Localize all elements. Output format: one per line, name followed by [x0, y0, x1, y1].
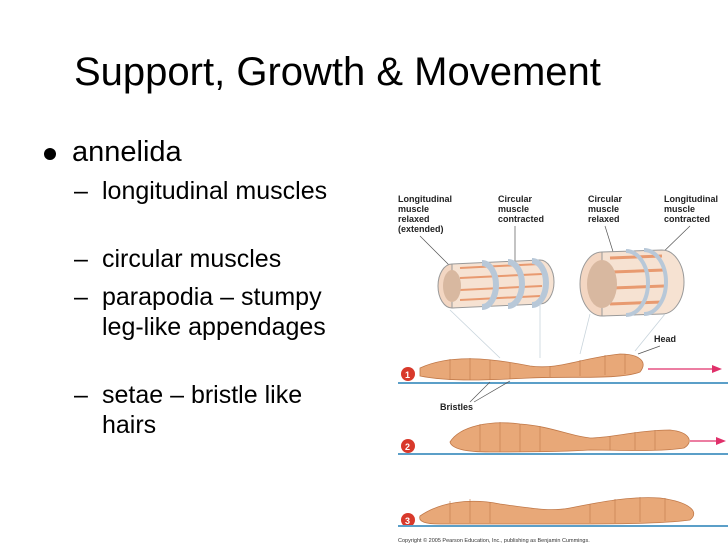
sub-item-text: setae – bristle like hairs	[102, 381, 303, 439]
sub-item-text: parapodia – stumpy leg-like appendages	[102, 283, 326, 341]
figure-copyright: Copyright © 2005 Pearson Education, Inc.…	[398, 537, 590, 544]
dash-marker: –	[74, 283, 88, 311]
label-longitudinal-relaxed: Longitudinal muscle relaxed (extended)	[398, 194, 455, 234]
sub-item-longitudinal: – longitudinal muscles	[74, 176, 344, 206]
earthworm-locomotion-figure: Longitudinal muscle relaxed (extended) C…	[398, 194, 728, 544]
svg-text:2: 2	[405, 442, 410, 452]
dash-marker: –	[74, 381, 88, 409]
dash-marker: –	[74, 245, 88, 273]
bristles-label: Bristles	[440, 402, 473, 412]
sub-item-circular: – circular muscles	[74, 244, 344, 274]
muscle-cylinder-extended	[437, 258, 555, 310]
label-longitudinal-contracted: Longitudinal muscle contracted	[664, 194, 721, 224]
sub-item-text: circular muscles	[102, 245, 282, 273]
worm-step-2: 2	[398, 422, 728, 455]
bullet-annelida: annelida	[72, 136, 182, 168]
bullet-dot	[44, 148, 56, 160]
dash-marker: –	[74, 177, 88, 205]
slide-title: Support, Growth & Movement	[74, 50, 601, 94]
worm-step-1: 1	[398, 353, 728, 384]
sub-item-parapodia: – parapodia – stumpy leg-like appendages	[74, 282, 344, 342]
head-label: Head	[654, 334, 676, 344]
worm-step-3: 3	[398, 497, 728, 527]
sub-item-setae: – setae – bristle like hairs	[74, 380, 344, 440]
svg-text:3: 3	[405, 516, 410, 526]
svg-text:1: 1	[405, 370, 410, 380]
label-circular-relaxed: Circular muscle relaxed	[588, 194, 625, 224]
sub-item-text: longitudinal muscles	[102, 177, 328, 205]
label-circular-contracted: Circular muscle contracted	[498, 194, 544, 224]
muscle-cylinder-contracted	[579, 248, 685, 317]
